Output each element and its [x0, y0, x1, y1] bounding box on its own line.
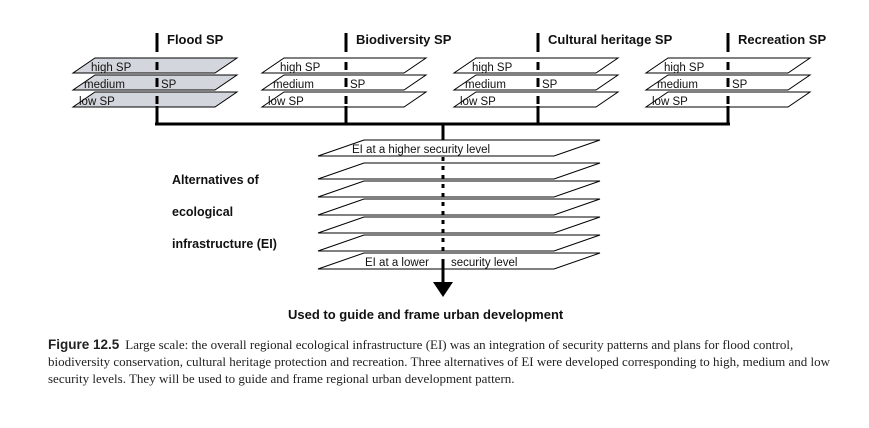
layer-label-high: high SP — [472, 62, 513, 74]
layer-label-medium-sp: SP — [542, 79, 558, 91]
plane-high — [71, 57, 239, 74]
down-arrow — [433, 282, 453, 297]
ei-plane-6 — [317, 234, 601, 252]
layer-label-low: low SP — [268, 96, 304, 108]
ei-side-label-line: ecological — [172, 205, 233, 219]
ei-plane-7 — [317, 252, 601, 270]
layer-label-medium-sp: SP — [350, 79, 366, 91]
caption-text: Large scale: the overall regional ecolog… — [48, 337, 831, 386]
layer-label-high: high SP — [280, 62, 321, 74]
layer-label-medium: medium — [273, 79, 314, 91]
ei-plane-1 — [317, 139, 601, 157]
plane-medium — [260, 74, 428, 91]
plane-medium — [452, 74, 620, 91]
ei-side-label-line: infrastructure (EI) — [172, 237, 277, 251]
ei-plane-2 — [317, 162, 601, 180]
output-label: Used to guide and frame urban developmen… — [288, 307, 564, 322]
layer-label-high: high SP — [91, 62, 132, 74]
layer-label-medium-sp: SP — [161, 79, 177, 91]
sp-group-3: Cultural heritage SP high SP medium SP low S… — [452, 32, 673, 124]
sp-title: Cultural heritage SP — [548, 32, 673, 47]
plane-low — [71, 91, 239, 108]
ei-side-label-line: Alternatives of — [172, 173, 260, 187]
ei-bottom-label-left: EI at a lower — [365, 257, 429, 269]
ei-plane-4 — [317, 198, 601, 216]
ei-plane-5 — [317, 216, 601, 234]
layer-label-medium: medium — [84, 79, 125, 91]
plane-high — [452, 57, 620, 74]
sp-title: Flood SP — [167, 32, 224, 47]
layer-label-low: low SP — [460, 96, 496, 108]
sp-group-1: Flood SP high SP medium SP low SP — [71, 32, 239, 124]
plane-low — [452, 91, 620, 108]
layer-label-low: low SP — [652, 96, 688, 108]
figure-number: Figure 12.5 — [48, 337, 120, 352]
layer-label-low: low SP — [79, 96, 115, 108]
ei-plane-3 — [317, 180, 601, 198]
layer-label-medium: medium — [657, 79, 698, 91]
sp-title: Biodiversity SP — [356, 32, 452, 47]
plane-low — [260, 91, 428, 108]
ei-top-label: EI at a higher security level — [352, 144, 490, 156]
plane-high — [260, 57, 428, 74]
layer-label-medium-sp: SP — [732, 79, 748, 91]
sp-group-4: Recreation SP high SP medium SP low SP — [644, 32, 826, 124]
layer-label-high: high SP — [664, 62, 705, 74]
sp-group-2: Biodiversity SP high SP medium SP low SP — [260, 32, 452, 124]
ei-stack: EI at a higher security level EI at a low… — [172, 139, 601, 297]
ei-bottom-label-right: security level — [451, 257, 517, 269]
plane-medium — [71, 74, 239, 91]
layer-label-medium: medium — [465, 79, 506, 91]
sp-title: Recreation SP — [738, 32, 826, 47]
